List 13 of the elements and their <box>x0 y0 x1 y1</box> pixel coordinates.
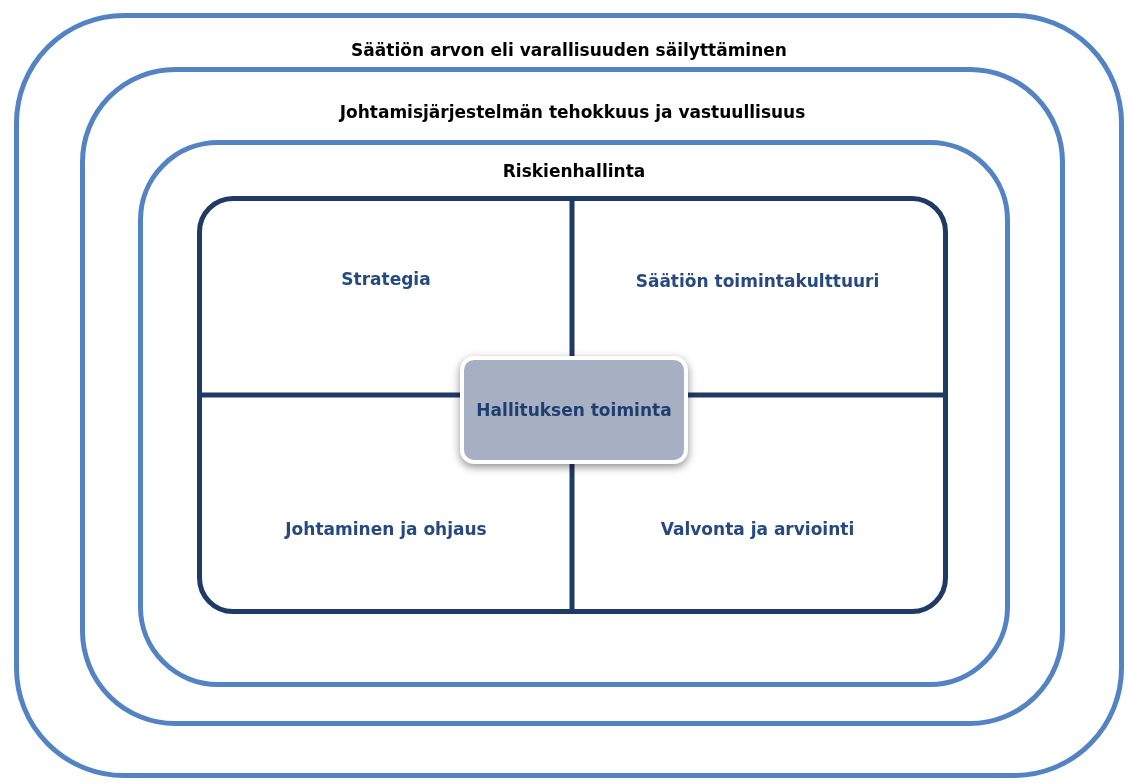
band-title: Säätiön arvon eli varallisuuden säilyttäminen <box>351 40 787 60</box>
quadrant-frame <box>197 196 948 614</box>
band-title: Riskienhallinta <box>502 161 646 181</box>
quadrant-label: Johtaminen ja ohjaus <box>285 519 487 539</box>
quadrant-label: Valvonta ja arviointi <box>660 519 855 539</box>
quadrant-label: Strategia <box>341 269 431 289</box>
center-label: Hallituksen toiminta <box>476 400 672 420</box>
region-band <box>80 67 1065 726</box>
region-band <box>138 140 1010 687</box>
region-band <box>14 13 1124 778</box>
band-title: Johtamisjärjestelmän tehokkuus ja vastuullisuus <box>339 102 806 122</box>
center-box <box>460 356 688 464</box>
quadrant-label: Säätiön toimintakulttuuri <box>635 271 880 291</box>
